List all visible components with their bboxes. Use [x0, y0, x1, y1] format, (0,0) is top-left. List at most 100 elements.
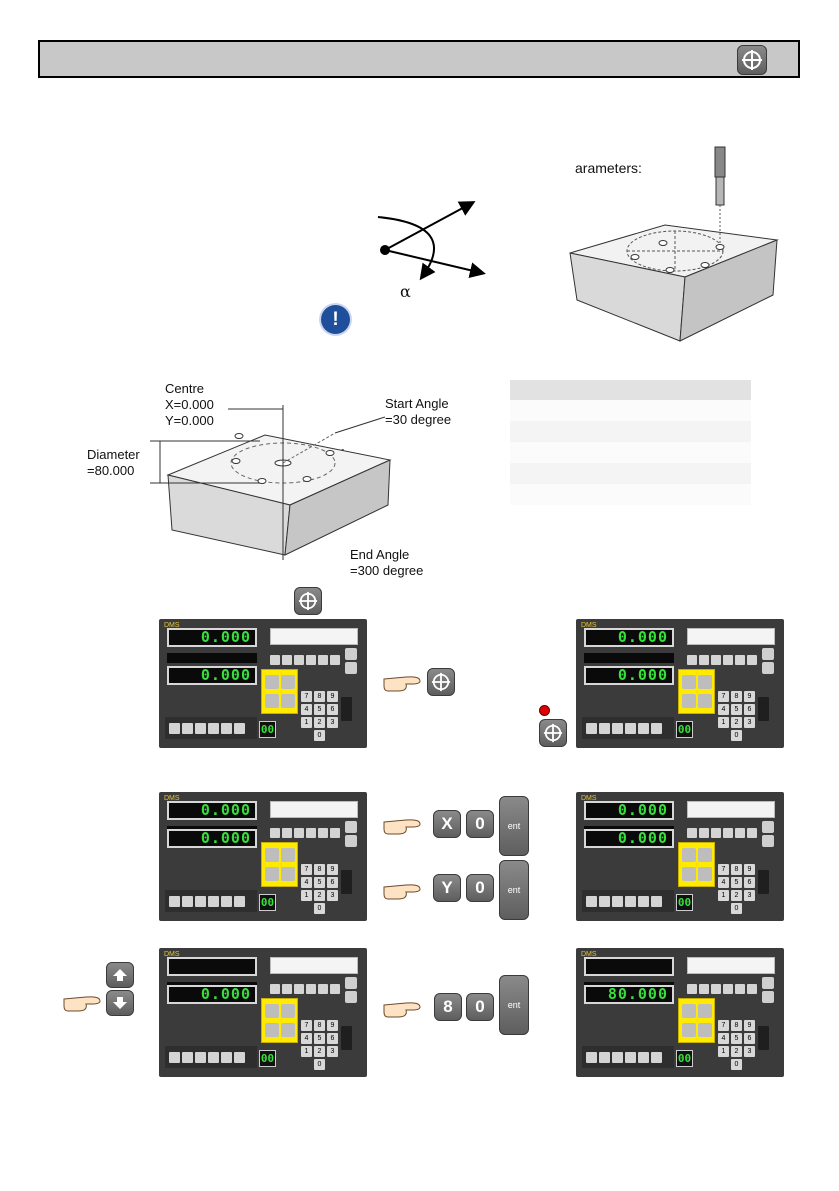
- key-7[interactable]: 7: [718, 691, 729, 702]
- key-1[interactable]: 1: [301, 1046, 312, 1057]
- function-key[interactable]: [294, 655, 304, 665]
- y-half-key[interactable]: [682, 1023, 696, 1037]
- y-half-key[interactable]: [265, 1023, 279, 1037]
- key-2[interactable]: 2: [314, 890, 325, 901]
- tool-key[interactable]: [208, 896, 219, 907]
- key-5[interactable]: 5: [731, 877, 742, 888]
- key-8[interactable]: 8: [314, 691, 325, 702]
- key-4[interactable]: 4: [718, 877, 729, 888]
- x-zero-key[interactable]: [281, 675, 295, 689]
- key-2[interactable]: 2: [314, 717, 325, 728]
- key-7[interactable]: 7: [301, 691, 312, 702]
- down-arrow-key[interactable]: [762, 662, 774, 674]
- x-zero-key[interactable]: [698, 848, 712, 862]
- tool-key[interactable]: [651, 723, 662, 734]
- function-key[interactable]: [723, 828, 733, 838]
- key-0[interactable]: 0: [731, 730, 742, 741]
- down-arrow-key[interactable]: [762, 835, 774, 847]
- pcd-function-key[interactable]: [737, 45, 767, 75]
- pcd-key[interactable]: [539, 719, 567, 747]
- function-key[interactable]: [735, 984, 745, 994]
- tool-key[interactable]: [651, 896, 662, 907]
- key-9[interactable]: 9: [327, 1020, 338, 1031]
- up-arrow-key[interactable]: [345, 648, 357, 660]
- key-3[interactable]: 3: [744, 717, 755, 728]
- up-arrow-key[interactable]: [762, 648, 774, 660]
- key-6[interactable]: 6: [744, 877, 755, 888]
- down-arrow-key[interactable]: [345, 662, 357, 674]
- key-3[interactable]: 3: [327, 1046, 338, 1057]
- function-key[interactable]: [687, 984, 697, 994]
- function-key[interactable]: [747, 984, 757, 994]
- x-half-key[interactable]: [682, 675, 696, 689]
- key-5[interactable]: 5: [731, 704, 742, 715]
- key-5[interactable]: 5: [314, 704, 325, 715]
- tool-key[interactable]: [234, 723, 245, 734]
- tool-key[interactable]: [599, 1052, 610, 1063]
- function-key[interactable]: [723, 655, 733, 665]
- y-zero-key[interactable]: [281, 1023, 295, 1037]
- key-9[interactable]: 9: [744, 1020, 755, 1031]
- zero-key[interactable]: 0: [466, 810, 494, 838]
- function-key[interactable]: [699, 655, 709, 665]
- key-8[interactable]: 8: [731, 1020, 742, 1031]
- y-half-key[interactable]: [682, 694, 696, 708]
- x-zero-key[interactable]: [281, 848, 295, 862]
- function-key[interactable]: [318, 984, 328, 994]
- key-7[interactable]: 7: [718, 864, 729, 875]
- key-1[interactable]: 1: [718, 717, 729, 728]
- key-6[interactable]: 6: [327, 877, 338, 888]
- y-half-key[interactable]: [682, 867, 696, 881]
- y-zero-key[interactable]: [698, 694, 712, 708]
- tool-key[interactable]: [169, 723, 180, 734]
- function-key[interactable]: [330, 984, 340, 994]
- key-8[interactable]: 8: [314, 1020, 325, 1031]
- key-0[interactable]: 0: [314, 903, 325, 914]
- key-8[interactable]: 8: [731, 864, 742, 875]
- tool-key[interactable]: [208, 1052, 219, 1063]
- key-9[interactable]: 9: [327, 691, 338, 702]
- tool-key[interactable]: [612, 723, 623, 734]
- key-7[interactable]: 7: [301, 1020, 312, 1031]
- function-key[interactable]: [687, 828, 697, 838]
- tool-key[interactable]: [182, 896, 193, 907]
- tool-key[interactable]: [638, 896, 649, 907]
- tool-key[interactable]: [586, 723, 597, 734]
- tool-key[interactable]: [221, 1052, 232, 1063]
- key-0[interactable]: 0: [314, 730, 325, 741]
- function-key[interactable]: [735, 828, 745, 838]
- y-zero-key[interactable]: [281, 694, 295, 708]
- x-half-key[interactable]: [682, 1004, 696, 1018]
- tool-key[interactable]: [221, 723, 232, 734]
- enter-key[interactable]: ent: [499, 860, 529, 920]
- up-arrow-key[interactable]: [345, 821, 357, 833]
- function-key[interactable]: [330, 828, 340, 838]
- tool-key[interactable]: [638, 1052, 649, 1063]
- zero-key[interactable]: 0: [466, 874, 494, 902]
- function-key[interactable]: [318, 828, 328, 838]
- x-zero-key[interactable]: [698, 1004, 712, 1018]
- function-key[interactable]: [723, 984, 733, 994]
- tool-key[interactable]: [625, 896, 636, 907]
- tool-key[interactable]: [169, 1052, 180, 1063]
- key-0[interactable]: 0: [731, 903, 742, 914]
- function-key[interactable]: [699, 828, 709, 838]
- y-half-key[interactable]: [265, 694, 279, 708]
- zero-key[interactable]: 0: [466, 993, 494, 1021]
- key-4[interactable]: 4: [718, 1033, 729, 1044]
- function-key[interactable]: [711, 655, 721, 665]
- function-key[interactable]: [270, 984, 280, 994]
- down-arrow-key[interactable]: [345, 991, 357, 1003]
- tool-key[interactable]: [234, 1052, 245, 1063]
- x-key[interactable]: X: [433, 810, 461, 838]
- function-key[interactable]: [270, 655, 280, 665]
- function-key[interactable]: [747, 655, 757, 665]
- tool-key[interactable]: [182, 723, 193, 734]
- key-3[interactable]: 3: [327, 717, 338, 728]
- tool-key[interactable]: [599, 723, 610, 734]
- key-6[interactable]: 6: [327, 1033, 338, 1044]
- tool-key[interactable]: [612, 1052, 623, 1063]
- tool-key[interactable]: [586, 1052, 597, 1063]
- enter-key[interactable]: ent: [499, 796, 529, 856]
- key-3[interactable]: 3: [744, 890, 755, 901]
